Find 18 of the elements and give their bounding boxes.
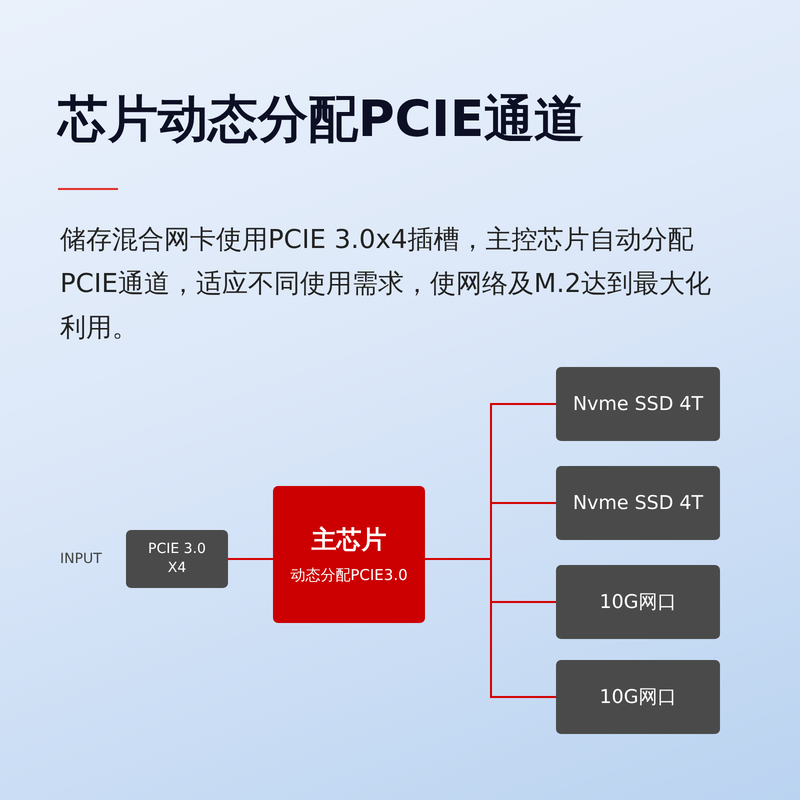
- box-label: Nvme SSD 4T: [572, 392, 704, 416]
- connector-line: [425, 558, 556, 698]
- interface-box: [556, 466, 720, 540]
- description-text: 储存混合网卡使用PCIE 3.0x4插槽，主控芯片自动分配PCIE通道，适应不同使用需求，使网络及M.2达到最大化利用。: [60, 224, 712, 345]
- interface-box: [556, 660, 720, 734]
- chip-box: [273, 486, 425, 623]
- interface-box: [556, 367, 720, 441]
- chip-subtitle: 动态分配PCIE3.0: [290, 564, 408, 584]
- box-label: Nvme SSD 4T: [572, 491, 704, 515]
- connector-line: [228, 558, 273, 560]
- page-title: 芯片动态分配PCIE通道: [58, 89, 584, 150]
- box-label: 10G网口: [600, 590, 676, 614]
- chip-title: 主芯片: [312, 524, 386, 554]
- interface-box: [556, 565, 720, 639]
- interface-box: [126, 530, 228, 588]
- input-label: INPUT: [60, 550, 102, 568]
- box-label: 10G网口: [600, 685, 676, 709]
- box-label: PCIE 3.0 X4: [147, 540, 207, 578]
